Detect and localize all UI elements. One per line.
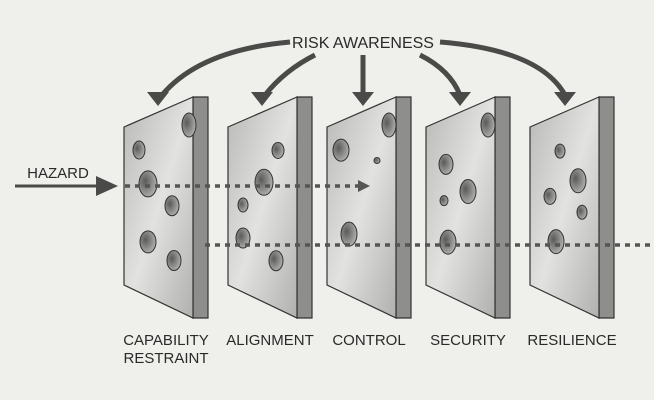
- risk-awareness-title: RISK AWARENESS: [292, 35, 434, 52]
- hole: [235, 227, 251, 249]
- hole: [254, 168, 274, 196]
- hole: [547, 229, 565, 255]
- hole: [164, 195, 180, 217]
- hole: [268, 250, 284, 272]
- cheese-slice-1: [123, 96, 209, 319]
- hazard-arrow: [15, 176, 118, 196]
- arrow-head-icon: [554, 92, 576, 106]
- hole: [139, 230, 157, 254]
- hole: [576, 204, 588, 220]
- cheese-slice-4: [425, 96, 511, 319]
- hole: [569, 168, 587, 194]
- hole: [438, 153, 454, 175]
- cheese-slice-5: [529, 96, 615, 319]
- hole: [132, 140, 146, 160]
- cheese-slice-2: [227, 96, 313, 319]
- hole: [439, 229, 457, 255]
- hole: [373, 156, 381, 164]
- hole: [271, 141, 285, 159]
- layer-label: RESILIENCE: [527, 332, 616, 349]
- hole: [166, 249, 182, 271]
- layer-label: ALIGNMENT: [226, 332, 314, 349]
- hole: [332, 138, 350, 162]
- hole: [138, 170, 158, 198]
- hole: [340, 221, 358, 247]
- arrow-head-icon: [449, 92, 471, 106]
- hole: [554, 143, 566, 159]
- hole: [480, 112, 496, 138]
- risk-awareness-arrows: [160, 39, 568, 97]
- hole: [459, 179, 477, 205]
- cheese-slice-3: [326, 96, 412, 319]
- layer-label-line2: RESTRAINT: [123, 350, 208, 367]
- hole: [543, 187, 557, 205]
- layer-label: CAPABILITY: [123, 332, 209, 349]
- hole: [181, 112, 197, 138]
- hole: [439, 195, 449, 207]
- hole: [237, 197, 249, 213]
- hazard-label: HAZARD: [27, 165, 89, 182]
- layer-label: SECURITY: [430, 332, 506, 349]
- arrow-head-icon: [352, 92, 374, 106]
- arrow-head-icon: [147, 92, 169, 106]
- arrow-head-icon: [251, 92, 273, 106]
- layer-label: CONTROL: [332, 332, 405, 349]
- hazard-path: [125, 180, 654, 247]
- hole: [381, 112, 397, 138]
